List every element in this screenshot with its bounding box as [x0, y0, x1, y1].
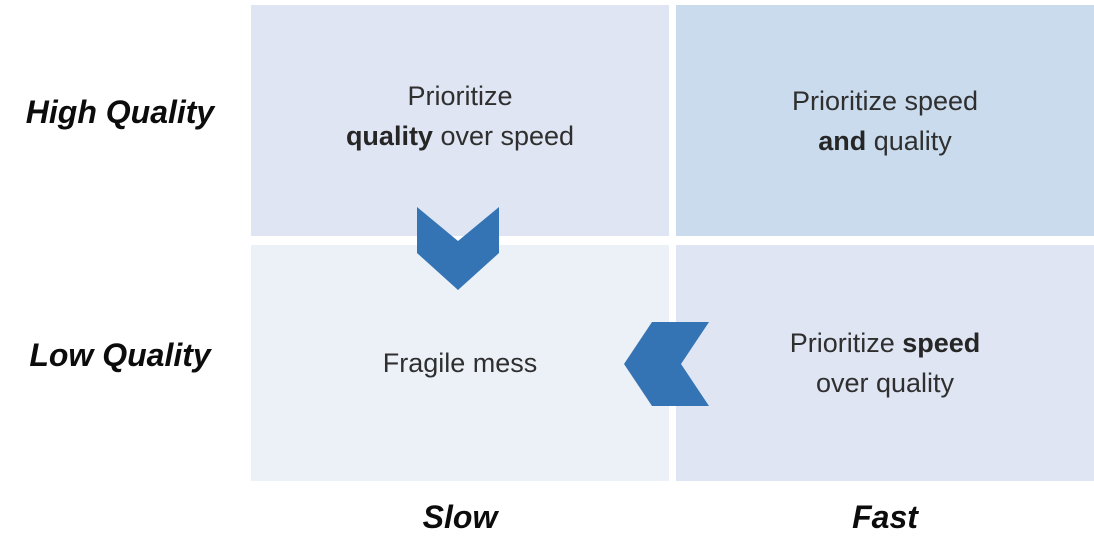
quadrant-text: Prioritize speed over quality [789, 328, 981, 398]
quadrant-high-quality-fast: Prioritize speed and quality [676, 5, 1094, 236]
quadrant-text: Prioritize quality over speed [345, 80, 575, 151]
quadrant-text: Prioritize speed and quality [791, 85, 979, 156]
row-label-low-quality: Low Quality [29, 336, 211, 373]
quadrant-low-quality-slow: Fragile mess [251, 245, 669, 481]
col-label-slow: Slow [422, 499, 498, 535]
quadrant-high-quality-slow: Prioritize quality over speed [251, 5, 669, 236]
col-label-fast: Fast [852, 499, 918, 535]
row-label-high-quality: High Quality [25, 94, 215, 130]
quadrant-text: Fragile mess [382, 348, 538, 378]
quadrant-low-quality-fast: Prioritize speed over quality [676, 245, 1094, 481]
